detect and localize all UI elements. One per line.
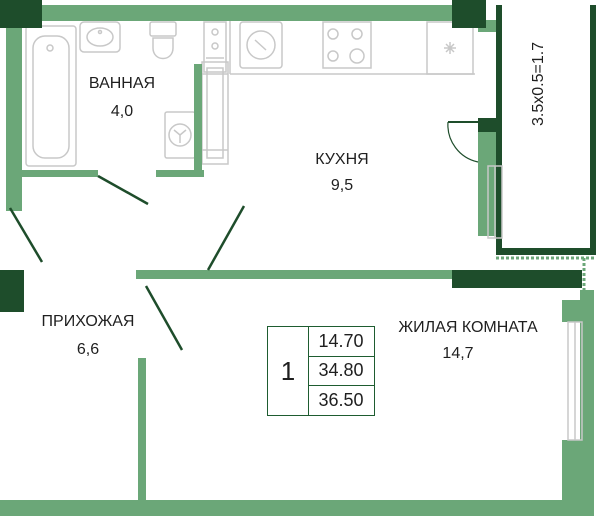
bathtub-fixture <box>25 25 77 167</box>
sink-fixture <box>79 21 121 53</box>
door-leaves <box>8 174 246 351</box>
kitchen-name: КУХНЯ <box>315 151 369 168</box>
living-room-name: ЖИЛАЯ КОМНАТА <box>398 319 538 336</box>
balcony-outline <box>496 5 596 300</box>
living-room-area: 14,7 <box>442 345 474 362</box>
fridge-fixture <box>426 21 474 75</box>
structural-columns <box>0 0 582 312</box>
vent-duct <box>201 61 229 165</box>
bathroom-name: ВАННАЯ <box>88 75 156 92</box>
stove-fixture <box>322 21 372 69</box>
balcony-door <box>447 121 479 163</box>
area-summary-table: 1 14.70 34.80 36.50 <box>267 326 375 416</box>
washing-machine-fixture <box>164 111 196 159</box>
bathroom-area: 4,0 <box>110 103 134 120</box>
total-area-with-balcony-value: 36.50 <box>318 390 364 410</box>
hallway-area: 6,6 <box>76 341 100 358</box>
ventilation-shaft <box>203 21 227 73</box>
kitchen-counter-fixture <box>229 20 475 75</box>
walls <box>0 5 594 516</box>
kitchen-area: 9,5 <box>330 177 354 194</box>
hallway-name: ПРИХОЖАЯ <box>41 313 135 330</box>
total-area-value: 34.80 <box>308 356 374 386</box>
balcony-dimensions: 3.5x0.5=1.7 <box>530 41 547 126</box>
kitchen-window <box>487 165 503 239</box>
kitchen-sink-fixture <box>239 21 283 69</box>
rooms-count: 1 <box>268 327 309 415</box>
living-area-value: 14.70 <box>308 327 374 357</box>
living-window <box>567 321 583 441</box>
toilet-fixture <box>149 21 177 60</box>
